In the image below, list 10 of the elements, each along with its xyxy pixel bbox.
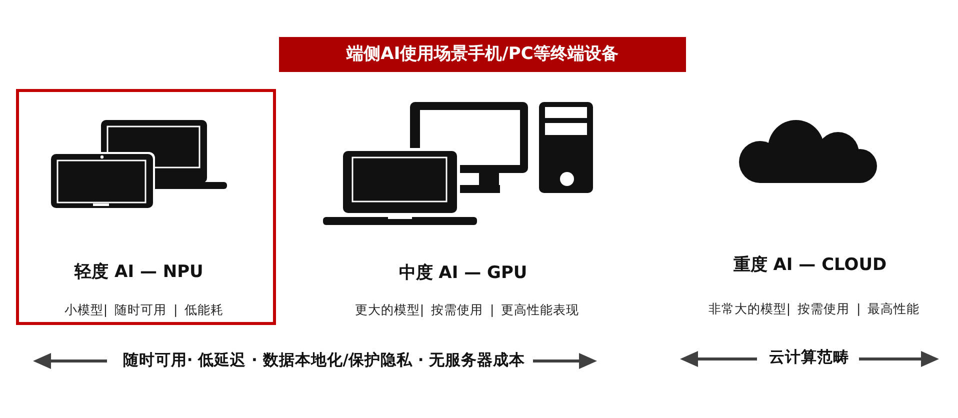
range-label: 随时可用· 低延迟 · 数据本地化/保护隐私 · 无服务器成本 — [122, 352, 526, 370]
title-banner: 端侧AI使用场景手机/PC等终端设备 — [279, 37, 686, 72]
range-label: 云计算范畴 — [769, 349, 849, 367]
feature-list: 更大的模型| 按需使用 | 更高性能表现 — [354, 302, 580, 318]
highlight-box — [16, 89, 276, 325]
feature-list: 非常大的模型| 按需使用 | 最高性能 — [708, 302, 920, 316]
heading: 重度 AI — CLOUD — [733, 256, 887, 276]
feature-list: 小模型| 随时可用 | 低能耗 — [64, 302, 224, 318]
heading: 中度 AI — GPU — [398, 264, 528, 284]
heading: 轻度 AI — NPU — [74, 263, 204, 283]
